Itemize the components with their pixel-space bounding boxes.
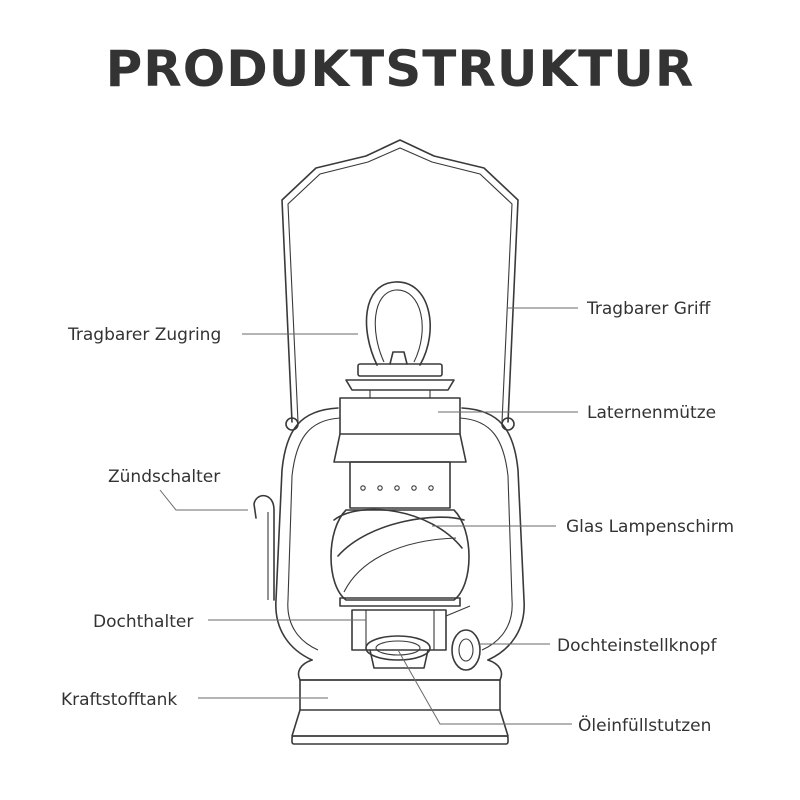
label-laternenmuetze: Laternenmütze (587, 403, 716, 423)
leader-lines (159, 307, 578, 725)
leader-zuendschalter (159, 489, 248, 511)
leader-oeleinfuellstutzen (397, 649, 572, 725)
glass-globe (330, 508, 470, 607)
page-title: PRODUKTSTRUKTUR (105, 40, 695, 98)
label-tragbarer-griff: Tragbarer Griff (586, 299, 712, 319)
pull-ring (365, 281, 431, 366)
label-dochthalter: Dochthalter (93, 612, 193, 632)
label-dochteinstellknopf: Dochteinstellknopf (557, 636, 717, 656)
label-oeleinfuellstutzen: Öleinfüllstutzen (578, 714, 711, 736)
carrying-handle (281, 139, 519, 423)
wick-knob (451, 629, 481, 671)
label-zuendschalter: Zündschalter (108, 467, 220, 487)
label-tragbarer-zugring: Tragbarer Zugring (67, 325, 221, 345)
lantern-illustration (253, 139, 525, 745)
labels: Tragbarer Griff Tragbarer Zugring Latern… (61, 299, 734, 736)
filler-cap (365, 635, 431, 669)
lantern-cap (333, 363, 467, 463)
label-kraftstofftank: Kraftstofftank (61, 690, 177, 710)
ignition-hook (253, 494, 275, 601)
fuel-tank (291, 659, 509, 745)
label-glas-lampenschirm: Glas Lampenschirm (566, 517, 734, 537)
lantern-frame (275, 407, 525, 661)
wick-holder (351, 605, 471, 651)
chimney-tube (349, 461, 451, 509)
